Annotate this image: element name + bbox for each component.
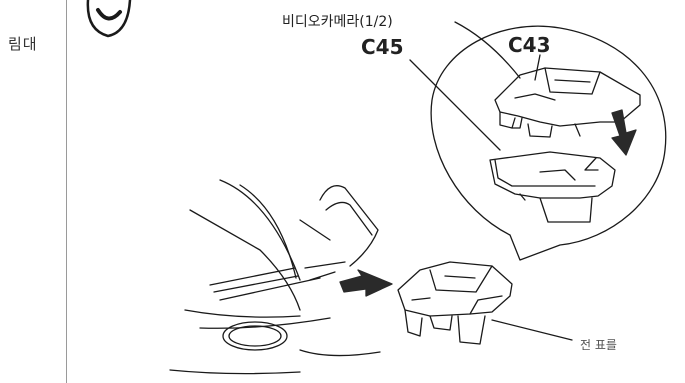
video-camera-label: 비디오카메라(1/2) (282, 14, 393, 30)
insert-arrow (611, 109, 637, 156)
connector-c45-label: C45 (361, 35, 404, 59)
approach-arrow (339, 269, 393, 297)
vehicle-body (169, 179, 381, 375)
detail-circle (430, 25, 667, 261)
bottom-part-label: 전 표를 (580, 338, 617, 352)
connector-c45 (489, 151, 616, 223)
connector-assembly (397, 261, 513, 345)
connector-c43-label: C43 (508, 33, 551, 57)
step-number-badge (86, 0, 132, 38)
leader-line-bottom (491, 319, 573, 341)
leader-line-c43 (534, 54, 541, 81)
leader-line-c45 (409, 59, 501, 151)
side-label: 림대 (8, 35, 38, 53)
margin-rule (66, 0, 67, 383)
leader-line-camera (454, 21, 521, 79)
